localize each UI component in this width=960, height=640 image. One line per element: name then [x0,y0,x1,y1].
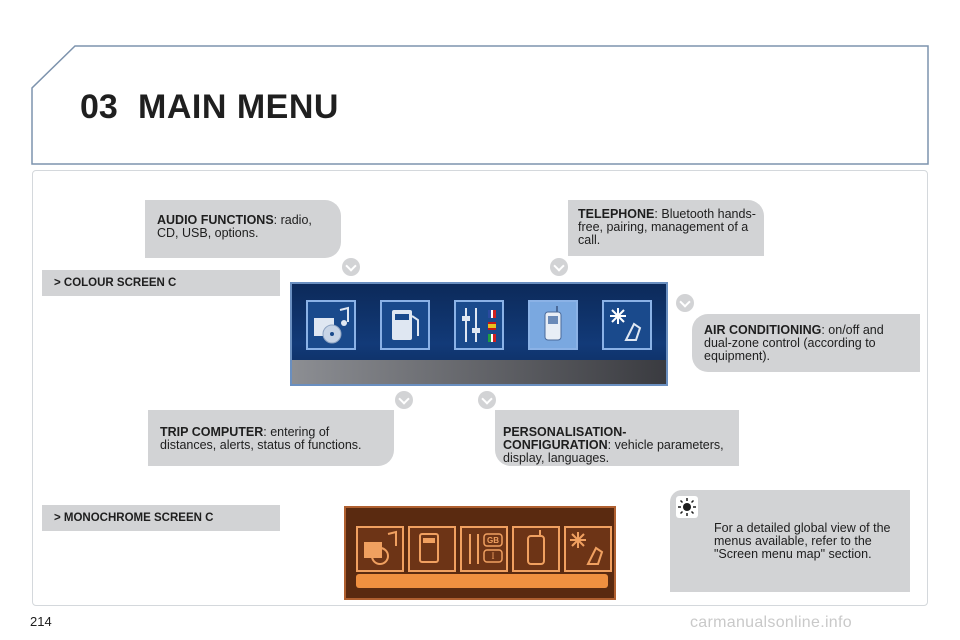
personalisation-title: PERSONALISATION-CONFIGURATION [503,425,627,452]
pointer-arrow-icon [478,391,496,409]
colour-screen-status-bar [292,360,666,384]
chapter-number: 03 [80,88,118,126]
note-text: For a detailed global view of the menus … [714,521,891,561]
trip-computer-title: TRIP COMPUTER [160,425,264,439]
trip-computer-callout: TRIP COMPUTER: entering of distances, al… [148,410,394,466]
monochrome-screen-display: GB I [344,506,616,600]
audio-functions-title: AUDIO FUNCTIONS [157,213,274,227]
pointer-arrow-icon [342,258,360,276]
audio-icon [356,526,404,572]
page-number: 214 [30,614,52,629]
telephone-callout: TELEPHONE: Bluetooth hands-free, pairing… [568,200,764,256]
personalisation-text: : vehicle parameters, display, languages… [503,438,724,465]
air-conditioning-callout: AIR CONDITIONING: on/off and dual-zone c… [692,314,920,372]
air-conditioning-title: AIR CONDITIONING [704,323,822,337]
language-label: I [492,551,495,561]
pointer-arrow-icon [395,391,413,409]
audio-icon [306,300,356,350]
colour-screen-section-label: > COLOUR SCREEN C [42,270,280,296]
telephone-icon [512,526,560,572]
page-title: MAIN MENU [138,88,339,126]
header-frame [31,45,929,165]
screen-menu-map-note: For a detailed global view of the menus … [670,490,910,592]
audio-functions-callout: AUDIO FUNCTIONS: radio, CD, USB, options… [145,200,341,258]
air-conditioning-icon [602,300,652,350]
personalisation-icon: GB I [460,526,508,572]
telephone-text: : Bluetooth hands-free, pairing, managem… [578,207,756,247]
trip-computer-icon [380,300,430,350]
watermark: carmanualsonline.info [690,614,852,631]
telephone-icon [528,300,578,350]
air-conditioning-icon [564,526,612,572]
sun-icon [676,496,698,518]
monochrome-screen-status-bar [356,574,608,588]
monochrome-screen-section-label: > MONOCHROME SCREEN C [42,505,280,531]
pointer-arrow-icon [676,294,694,312]
trip-computer-text: : entering of distances, alerts, status … [160,425,362,452]
personalisation-icon [454,300,504,350]
air-conditioning-text: : on/off and dual-zone control (accordin… [704,323,884,363]
colour-screen-display [290,282,668,386]
telephone-title: TELEPHONE [578,207,655,221]
language-flag-label: GB [487,536,499,545]
pointer-arrow-icon [550,258,568,276]
personalisation-callout: PERSONALISATION-CONFIGURATION: vehicle p… [495,410,739,466]
trip-computer-icon [408,526,456,572]
audio-functions-text: : radio, CD, USB, options. [157,213,312,240]
